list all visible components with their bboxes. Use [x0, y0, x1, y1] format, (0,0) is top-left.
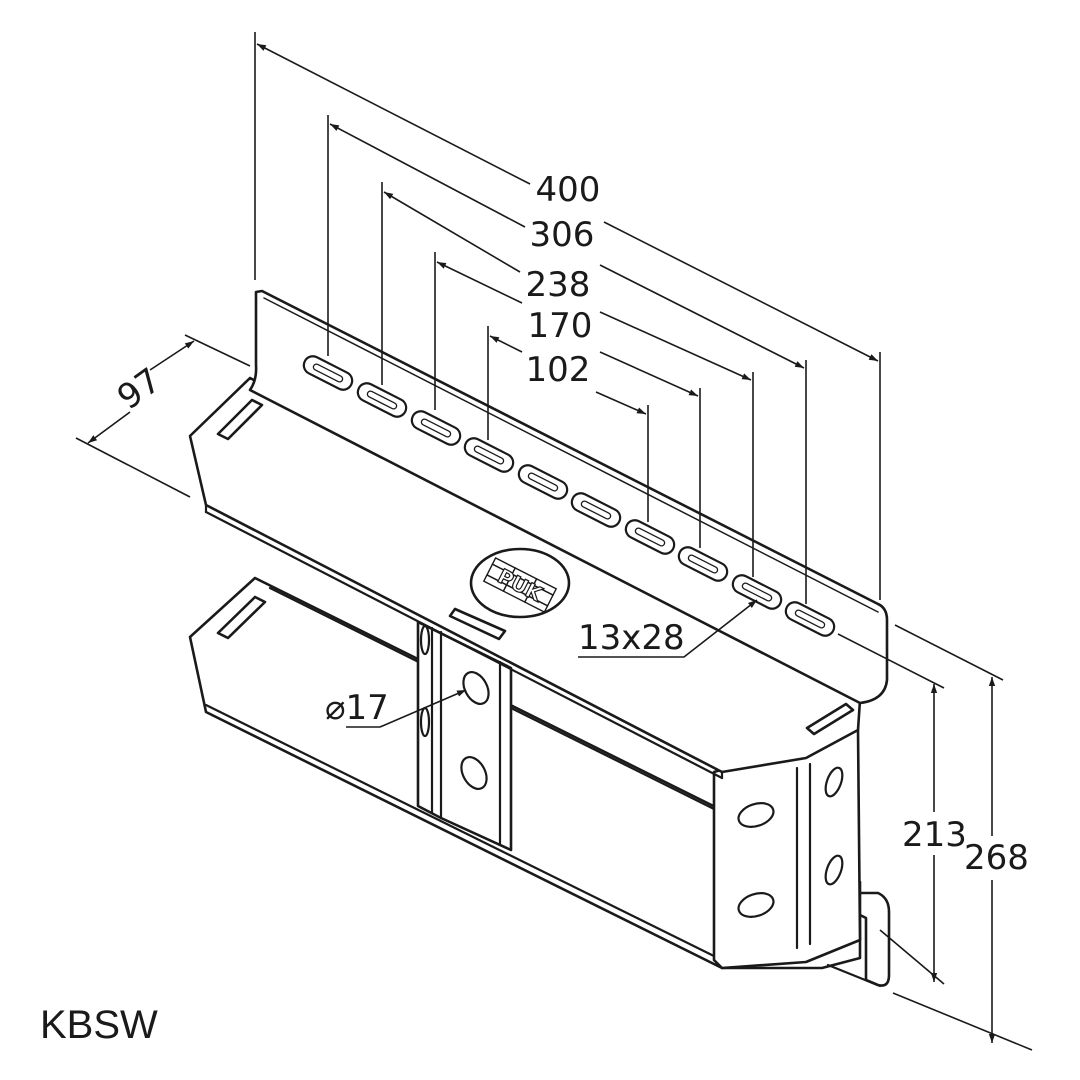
- back-wall: [248, 289, 889, 705]
- dim-13x28: 13x28: [578, 618, 685, 658]
- end-hole-4: [824, 854, 844, 886]
- slot-3: [410, 410, 462, 446]
- dim-diameter-17: ⌀17: [325, 688, 389, 728]
- dim-97: 97: [110, 360, 169, 418]
- end-hole-2: [737, 892, 775, 918]
- plate-hole-lower: [460, 756, 488, 790]
- slot-7: [624, 519, 676, 555]
- dim-213: 213: [902, 815, 967, 855]
- slot-1: [302, 355, 354, 391]
- dim-400: 400: [536, 170, 601, 210]
- leader-17: [346, 689, 467, 728]
- dim-line-102: [489, 335, 523, 353]
- dimension-labels: 400 306 238 170 102 97 13x28 ⌀17 213 268: [110, 170, 1029, 878]
- plate-hole-17: [462, 671, 490, 705]
- dim-line-238: [383, 191, 521, 273]
- slot-row: [302, 355, 836, 637]
- top-plate-slot-left: [216, 398, 264, 441]
- slot-2: [356, 382, 408, 418]
- dim-line-400: [256, 43, 531, 185]
- model-label: KBSW: [40, 1003, 158, 1047]
- end-hole-1: [737, 802, 775, 828]
- lower-rail-slot: [216, 595, 267, 640]
- slot-4: [463, 437, 515, 473]
- slot-5: [517, 464, 569, 500]
- dim-268: 268: [964, 838, 1029, 878]
- dim-238: 238: [526, 265, 591, 305]
- dim-line-170: [436, 261, 523, 304]
- flange-hole-lower: [419, 706, 431, 738]
- slot-10: [784, 601, 836, 637]
- top-plate-slot-center: [448, 607, 507, 641]
- top-plate-slot-right: [805, 702, 855, 736]
- leader-13x28: [578, 599, 758, 658]
- hanging-hook: [858, 891, 891, 987]
- dim-line-97: [149, 340, 195, 371]
- slot-8: [677, 546, 729, 582]
- slot-6: [570, 492, 622, 528]
- dimension-lines: [75, 32, 1033, 1051]
- bracket-body: PUK: [188, 289, 891, 988]
- end-hole-3: [824, 766, 844, 798]
- dim-170: 170: [528, 306, 593, 346]
- puk-logo: PUK: [469, 547, 571, 619]
- dim-102: 102: [526, 350, 591, 390]
- dim-306: 306: [530, 215, 595, 255]
- dim-line-306: [329, 123, 526, 228]
- flange-hole-upper: [419, 624, 431, 656]
